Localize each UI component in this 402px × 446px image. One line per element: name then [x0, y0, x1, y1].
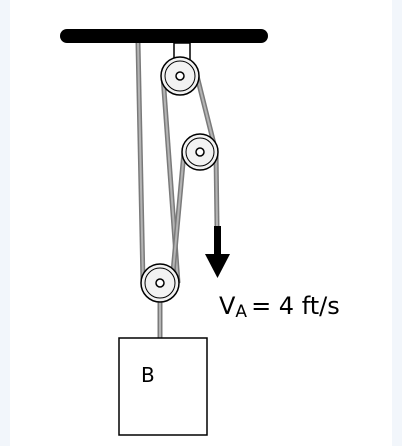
velocity-value: = 4 ft/s [251, 292, 340, 320]
block-b [118, 337, 208, 436]
block-label: B [141, 363, 155, 387]
velocity-arrow [205, 226, 230, 278]
ceiling-bar [60, 29, 268, 43]
ropes [135, 42, 220, 338]
velocity-subscript: A [235, 302, 247, 322]
velocity-label: VA= 4 ft/s [219, 292, 340, 322]
bottom-pulley [140, 263, 180, 303]
middle-pulley [181, 133, 219, 171]
top-pulley [160, 56, 200, 96]
velocity-symbol: V [219, 292, 236, 320]
